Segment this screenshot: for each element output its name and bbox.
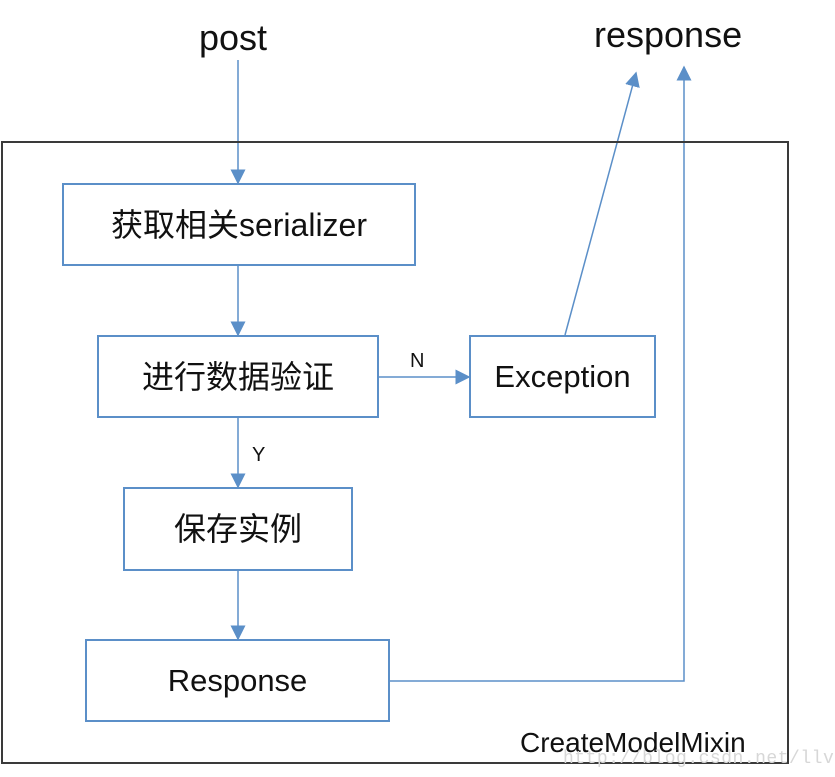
exception-node-label: Exception: [494, 359, 631, 394]
response-node: Response: [85, 639, 390, 722]
arrow-exception-to-response-label: [564, 71, 640, 336]
validate-data-node: 进行数据验证: [97, 335, 379, 418]
save-instance-node-label: 保存实例: [173, 511, 302, 547]
get-serializer-node: 获取相关serializer: [62, 183, 416, 266]
get-serializer-node-label: 获取相关serializer: [110, 206, 368, 243]
top-input-label: post: [199, 17, 268, 58]
response-node-label: Response: [167, 663, 308, 698]
no-branch-label: N: [410, 350, 425, 372]
container-title-label: CreateModelMixin: [520, 727, 746, 758]
create-model-mixin-container: [1, 141, 789, 764]
watermark-text: http://blog.csdn.net/llvip: [563, 749, 835, 769]
exception-node: Exception: [469, 335, 656, 418]
top-output-label: response: [594, 14, 743, 55]
save-instance-node: 保存实例: [123, 487, 353, 571]
arrow-response-to-top-response: [390, 65, 692, 682]
yes-branch-label: Y: [252, 444, 266, 466]
validate-data-node-label: 进行数据验证: [141, 358, 334, 395]
